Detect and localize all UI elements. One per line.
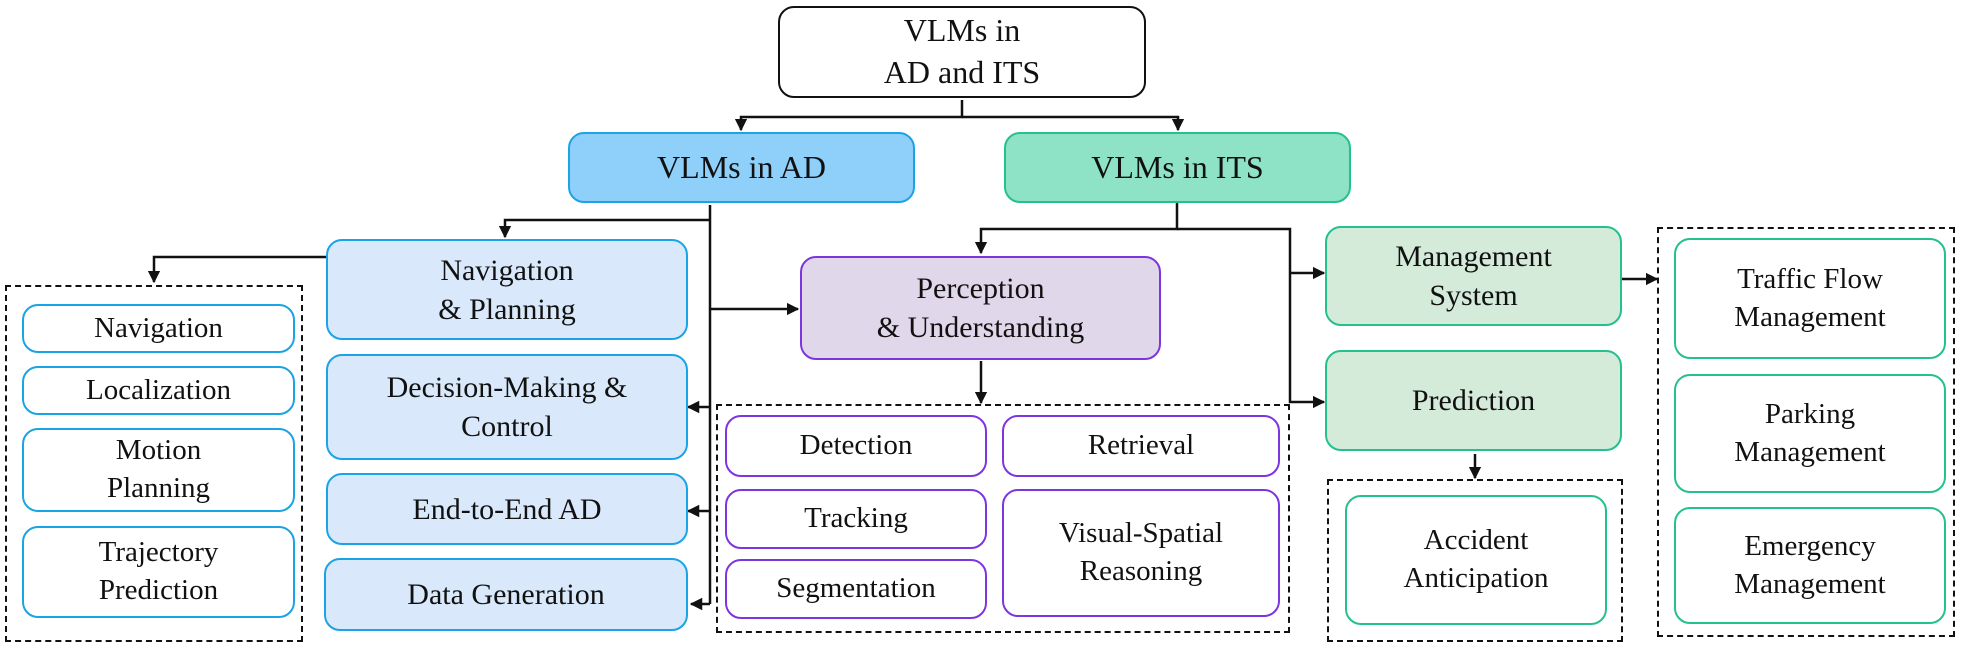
traffic-flow-management-leaf-label: Traffic Flow Management xyxy=(1734,262,1886,333)
segmentation-leaf: Segmentation xyxy=(725,559,987,619)
navplan-children-group xyxy=(5,285,303,642)
emergency-management-leaf: Emergency Management xyxy=(1674,507,1946,624)
ad-category-node: VLMs in AD xyxy=(568,132,915,203)
decision-control-node: Decision-Making & Control xyxy=(326,354,688,460)
root-node: VLMs in AD and ITS xyxy=(778,6,1146,98)
data-generation-node: Data Generation xyxy=(324,558,688,631)
tracking-leaf-label: Tracking xyxy=(804,502,908,535)
connector-root-its xyxy=(962,115,1185,132)
detection-leaf-label: Detection xyxy=(799,429,913,462)
traffic-flow-management-leaf: Traffic Flow Management xyxy=(1674,238,1946,359)
connector-ad-navplan xyxy=(498,218,710,239)
prediction-label: Prediction xyxy=(1411,384,1536,417)
prediction-children-group xyxy=(1327,479,1623,642)
visual-spatial-reasoning-leaf-label: Visual-Spatial Reasoning xyxy=(1058,517,1224,587)
its-category-label: VLMs in ITS xyxy=(1091,148,1264,185)
navigation-leaf: Navigation xyxy=(22,304,295,353)
management-children-group xyxy=(1657,227,1955,637)
decision-control-label: Decision-Making & Control xyxy=(386,371,628,443)
parking-management-leaf-label: Parking Management xyxy=(1734,397,1886,468)
localization-leaf: Localization xyxy=(22,366,295,415)
navigation-leaf-label: Navigation xyxy=(94,311,223,344)
management-system-label: Management System xyxy=(1395,240,1552,312)
data-generation-label: Data Generation xyxy=(407,578,605,611)
perception-understanding-label: Perception & Understanding xyxy=(876,272,1085,344)
emergency-management-leaf-label: Emergency Management xyxy=(1734,529,1886,600)
ad-category-label: VLMs in AD xyxy=(657,148,826,185)
localization-leaf-label: Localization xyxy=(86,373,231,406)
connector-its-perception xyxy=(974,203,1179,255)
accident-anticipation-leaf-label: Accident Anticipation xyxy=(1403,524,1549,594)
management-system-node: Management System xyxy=(1325,226,1622,326)
connector-its-branch xyxy=(1177,227,1326,409)
parking-management-leaf: Parking Management xyxy=(1674,374,1946,493)
trajectory-prediction-leaf: Trajectory Prediction xyxy=(22,526,295,618)
navigation-planning-label: Navigation & Planning xyxy=(438,253,576,326)
segmentation-leaf-label: Segmentation xyxy=(776,572,936,605)
end-to-end-node: End-to-End AD xyxy=(326,473,688,545)
connector-root-ad xyxy=(734,100,964,132)
prediction-node: Prediction xyxy=(1325,350,1622,451)
tracking-leaf: Tracking xyxy=(725,489,987,549)
retrieval-leaf-label: Retrieval xyxy=(1087,429,1195,462)
its-category-node: VLMs in ITS xyxy=(1004,132,1351,203)
visual-spatial-reasoning-leaf: Visual-Spatial Reasoning xyxy=(1002,489,1280,617)
trajectory-prediction-leaf-label: Trajectory Prediction xyxy=(98,536,219,606)
end-to-end-label: End-to-End AD xyxy=(412,492,602,526)
root-label: VLMs in AD and ITS xyxy=(883,12,1041,90)
motion-planning-leaf-label: Motion Planning xyxy=(106,434,211,504)
detection-leaf: Detection xyxy=(725,415,987,477)
perception-understanding-node: Perception & Understanding xyxy=(800,256,1161,360)
navigation-planning-node: Navigation & Planning xyxy=(326,239,688,340)
motion-planning-leaf: Motion Planning xyxy=(22,428,295,512)
connector-navplan-group xyxy=(147,255,326,284)
perception-children-group xyxy=(716,404,1290,633)
accident-anticipation-leaf: Accident Anticipation xyxy=(1345,495,1607,625)
retrieval-leaf: Retrieval xyxy=(1002,415,1280,477)
